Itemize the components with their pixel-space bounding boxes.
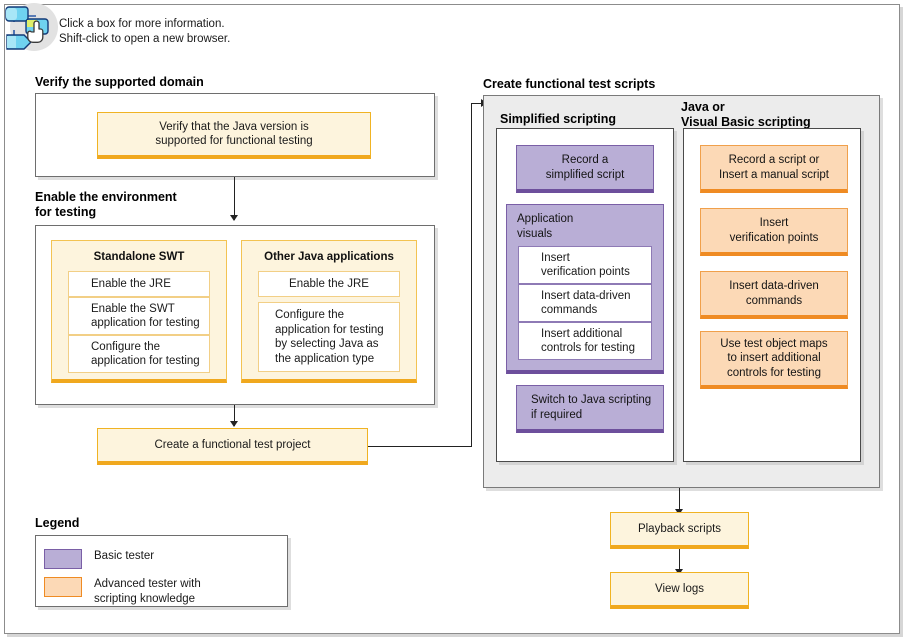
- node-playback-scripts[interactable]: Playback scripts: [610, 512, 749, 549]
- connector-project-to-scripts-h2: [471, 103, 483, 104]
- group-other-java-title: Other Java applications: [264, 251, 394, 263]
- view-logs-label: View logs: [654, 583, 704, 595]
- item-enable-the-jre-java[interactable]: Enable the JRE: [258, 271, 400, 297]
- column-header-java-vb-scripting: Java or Visual Basic scripting: [681, 100, 811, 130]
- insert-ddc-label: Insert data-driven commands: [729, 280, 819, 307]
- legend-swatch-purple: [44, 549, 82, 569]
- item-label: Enable the SWT application for testing: [91, 302, 200, 330]
- group-other-java-applications: Other Java applications Enable the JRE C…: [241, 240, 417, 383]
- enable-heading-line-1: Enable the environment: [35, 190, 177, 204]
- legend-box: Basic tester Advanced tester with script…: [35, 535, 288, 607]
- arrowhead-verify-to-enable: [230, 215, 238, 221]
- node-create-functional-test-project[interactable]: Create a functional test project: [97, 428, 368, 465]
- group-standalone-swt: Standalone SWT Enable the JRE Enable the…: [51, 240, 227, 383]
- test-object-maps-label: Use test object maps to insert additiona…: [720, 337, 828, 379]
- item-label: Insert data-driven commands: [541, 289, 631, 317]
- item-label: Enable the JRE: [289, 277, 369, 290]
- item-label: Configure the application for testing: [91, 340, 200, 368]
- legend-label-advanced-tester: Advanced tester with scripting knowledge: [94, 578, 201, 605]
- playback-label: Playback scripts: [637, 523, 722, 535]
- item-label: Insert additional controls for testing: [541, 327, 635, 355]
- node-record-or-insert-manual-script[interactable]: Record a script or Insert a manual scrip…: [700, 145, 848, 193]
- node-verify-java-version[interactable]: Verify that the Java version is supporte…: [97, 112, 371, 159]
- connector-enable-to-project: [234, 405, 235, 426]
- record-insert-label: Record a script or Insert a manual scrip…: [719, 154, 829, 181]
- connector-playback-to-viewlogs: [679, 549, 680, 574]
- node-insert-verification-points-java[interactable]: Insert verification points: [700, 208, 848, 256]
- node-record-simplified-script[interactable]: Record a simplified script: [516, 145, 654, 193]
- application-visuals-title: Application visuals: [517, 213, 574, 240]
- column-header-simplified-scripting: Simplified scripting: [500, 112, 616, 126]
- legend-swatch-orange: [44, 577, 82, 597]
- insert-vp-label: Insert verification points: [729, 217, 819, 244]
- legend-heading: Legend: [35, 516, 80, 530]
- item-enable-the-jre[interactable]: Enable the JRE: [68, 271, 210, 297]
- create-project-label: Create a functional test project: [154, 439, 311, 451]
- verify-line-2: supported for functional testing: [155, 135, 313, 147]
- item-label: Configure the application for testing by…: [275, 309, 384, 365]
- hint-line-2: Shift-click to open a new browser.: [59, 32, 231, 45]
- verify-line-1: Verify that the Java version is: [159, 121, 309, 133]
- section-heading-enable: Enable the environment for testing: [35, 190, 177, 220]
- group-standalone-swt-title: Standalone SWT: [93, 251, 185, 263]
- section-heading-scripts: Create functional test scripts: [483, 77, 656, 91]
- connector-project-to-scripts-v: [471, 103, 472, 447]
- item-enable-swt-application[interactable]: Enable the SWT application for testing: [68, 297, 210, 335]
- hint-text: Click a box for more information. Shift-…: [59, 17, 230, 46]
- connector-project-to-scripts-h1: [368, 446, 472, 447]
- item-insert-additional-controls[interactable]: Insert additional controls for testing: [518, 322, 652, 360]
- record-simplified-label: Record a simplified script: [545, 154, 625, 181]
- node-view-logs[interactable]: View logs: [610, 572, 749, 609]
- java-vb-header-line-2: Visual Basic scripting: [681, 115, 811, 129]
- legend-label-basic-tester: Basic tester: [94, 550, 155, 562]
- flowchart-cursor-icon: [4, 2, 60, 56]
- java-vb-header-line-1: Java or: [681, 100, 725, 114]
- item-label: Insert verification points: [541, 251, 630, 279]
- node-insert-data-driven-commands-java[interactable]: Insert data-driven commands: [700, 271, 848, 319]
- node-use-test-object-maps[interactable]: Use test object maps to insert additiona…: [700, 331, 848, 389]
- item-configure-application-java-type[interactable]: Configure the application for testing by…: [258, 302, 400, 372]
- legend-item-basic-tester: Basic tester: [44, 549, 154, 569]
- section-heading-verify: Verify the supported domain: [35, 75, 204, 89]
- connector-scripts-to-playback: [679, 488, 680, 514]
- node-switch-to-java-scripting[interactable]: Switch to Java scripting if required: [516, 385, 664, 433]
- switch-java-label: Switch to Java scripting if required: [531, 394, 652, 421]
- hint-line-1: Click a box for more information.: [59, 18, 225, 30]
- arrowhead-enable-to-project: [230, 421, 238, 427]
- item-insert-verification-points[interactable]: Insert verification points: [518, 246, 652, 284]
- connector-verify-to-enable: [234, 177, 235, 220]
- item-configure-application[interactable]: Configure the application for testing: [68, 335, 210, 373]
- enable-heading-line-2: for testing: [35, 205, 97, 219]
- item-insert-data-driven-commands[interactable]: Insert data-driven commands: [518, 284, 652, 322]
- group-application-visuals: Application visuals Insert verification …: [506, 204, 664, 374]
- legend-item-advanced-tester: Advanced tester with scripting knowledge: [44, 577, 201, 606]
- item-label: Enable the JRE: [91, 277, 171, 290]
